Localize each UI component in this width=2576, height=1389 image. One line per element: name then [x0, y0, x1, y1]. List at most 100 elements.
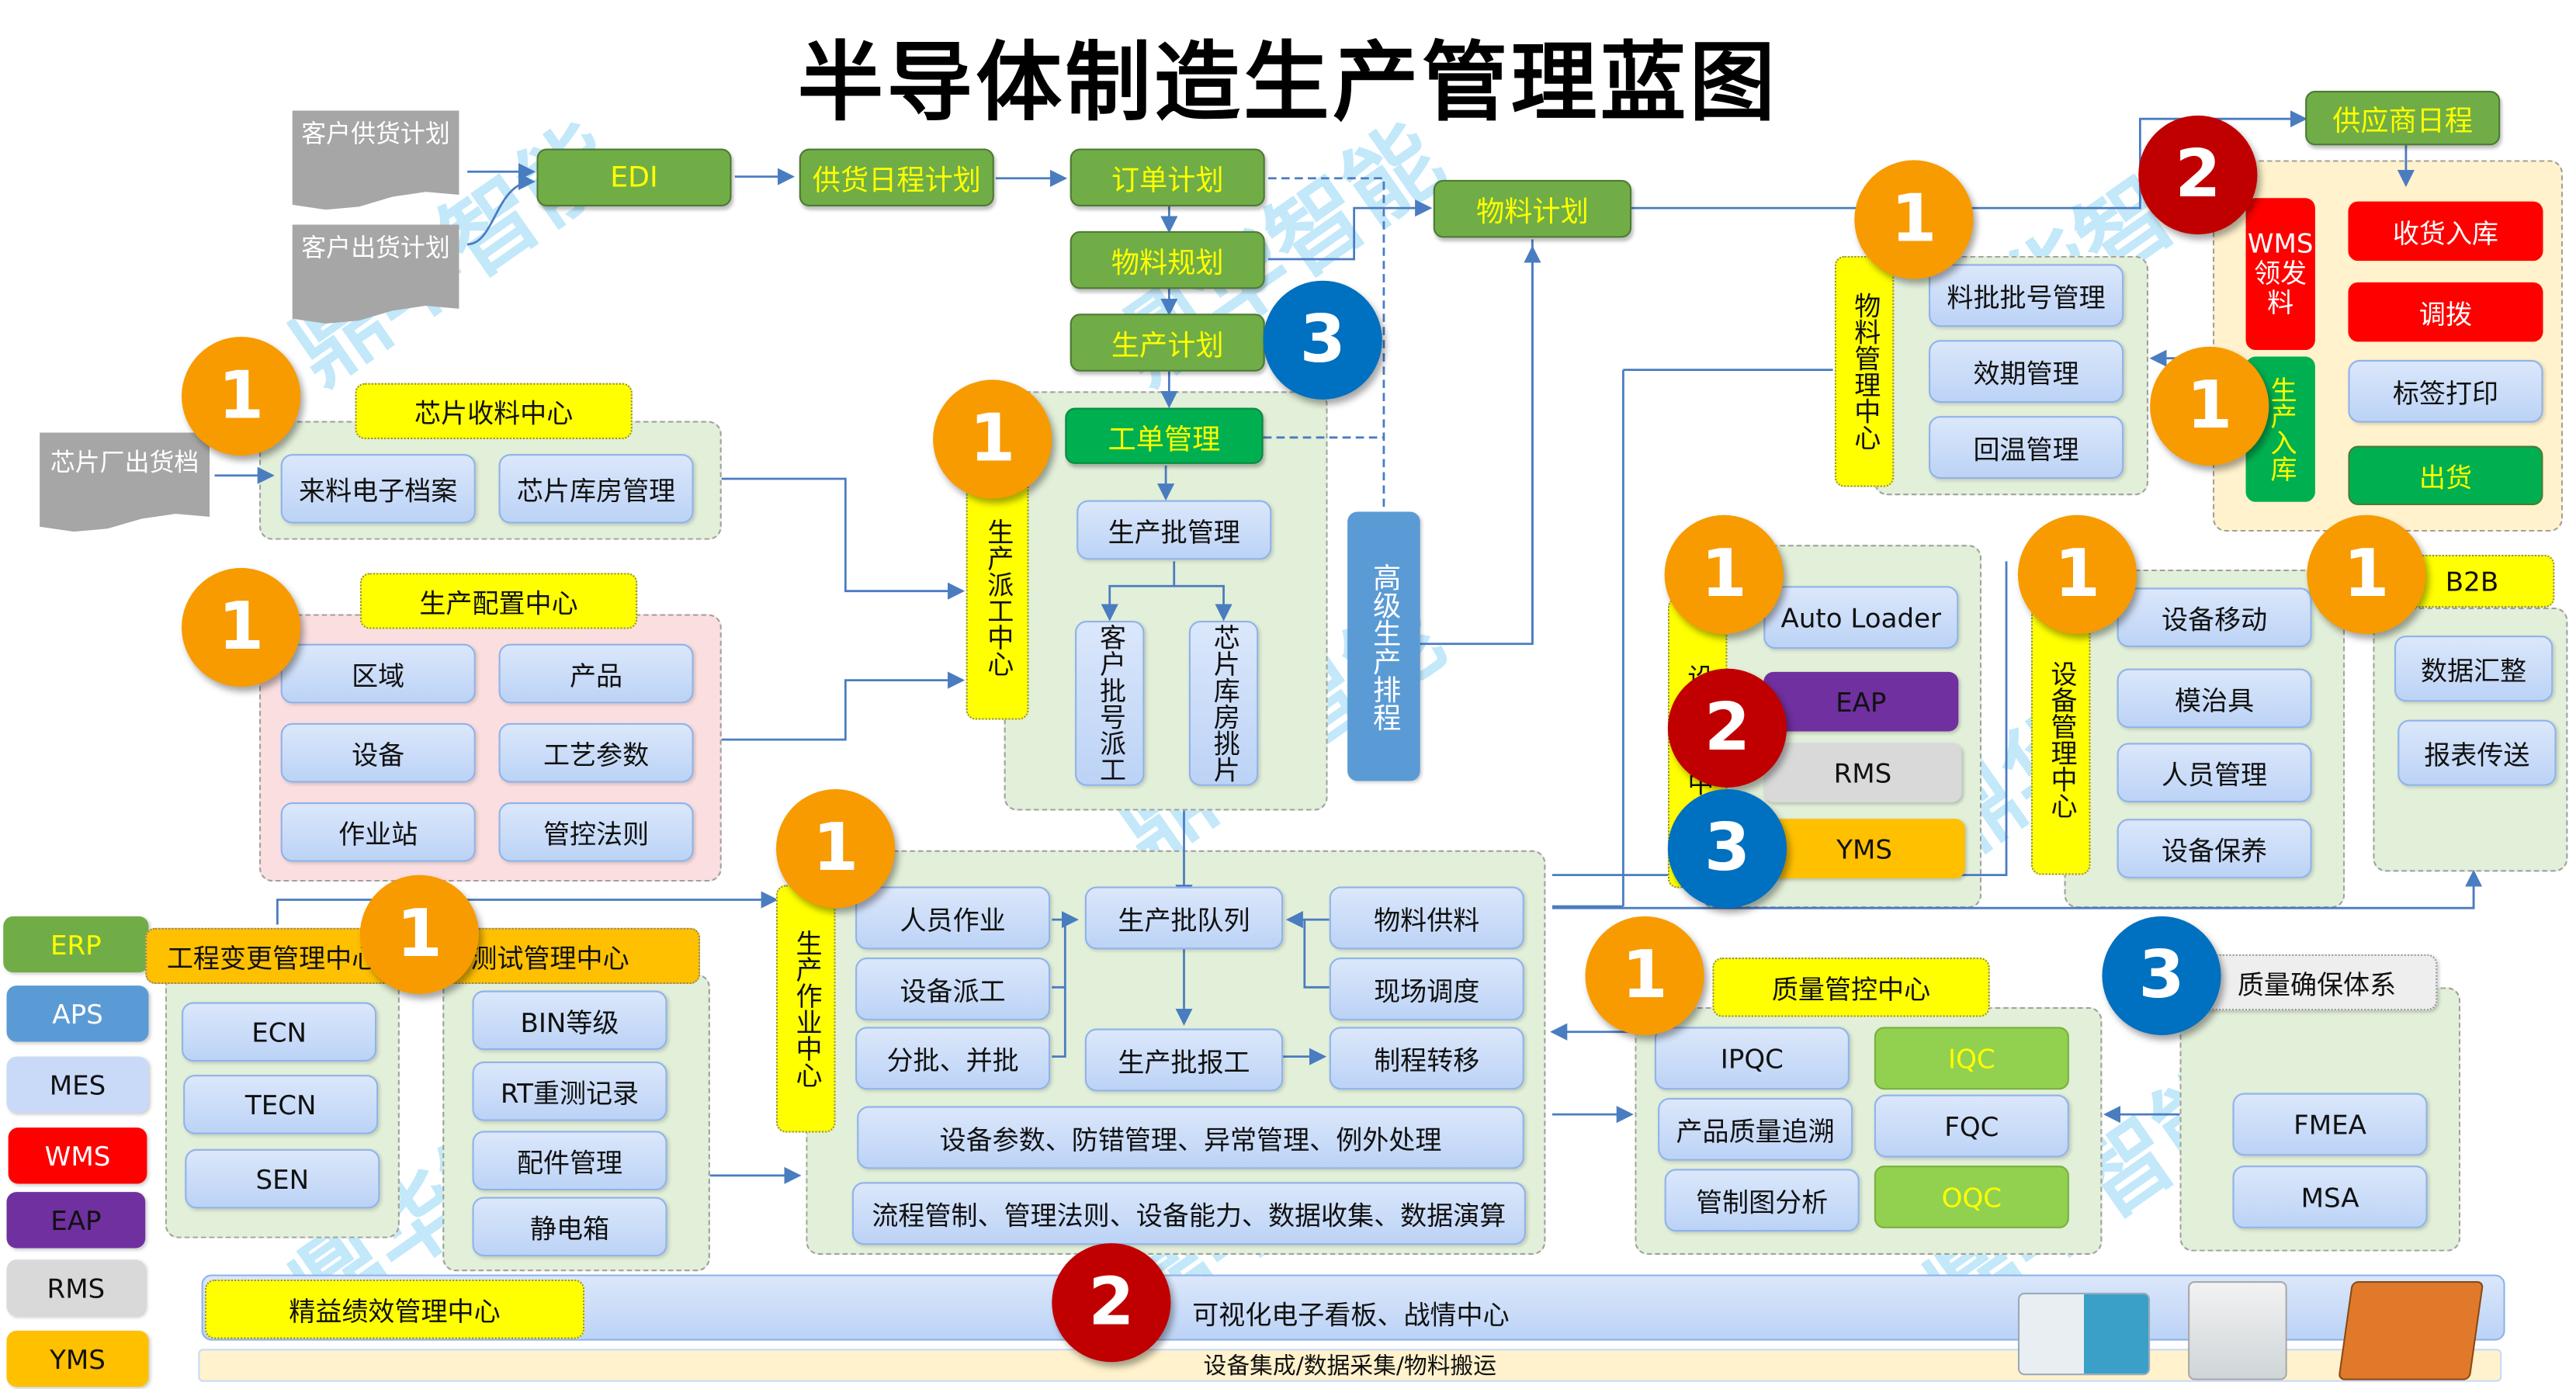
legend-rms: RMS: [6, 1259, 146, 1316]
sen-box[interactable]: SEN: [185, 1148, 380, 1209]
page-title: 半导体制造生产管理蓝图: [797, 34, 1779, 134]
integration-bar: 设备集成/数据采集/物料搬运: [198, 1349, 2502, 1382]
phase-1-badge: 1: [182, 337, 301, 456]
process-control-row[interactable]: 流程管制、管理法则、设备能力、数据收集、数据演算: [851, 1182, 1526, 1245]
label-print-box[interactable]: 标签打印: [2348, 359, 2543, 423]
material-planning-box[interactable]: 物料规划: [1070, 230, 1265, 289]
engineering-change-label: 工程变更管理中心: [166, 942, 379, 975]
report-transfer[interactable]: 报表传送: [2397, 719, 2557, 786]
config-process-params[interactable]: 工艺参数: [498, 722, 694, 783]
cnc-machine-image: [2017, 1292, 2151, 1376]
ipqc-box[interactable]: IPQC: [1654, 1027, 1850, 1090]
phase-1-badge: 1: [1664, 514, 1784, 634]
lot-queue-box[interactable]: 生产批队列: [1084, 886, 1284, 950]
legend-eap: EAP: [6, 1192, 146, 1249]
phase-1-badge: 1: [359, 875, 480, 994]
shipping-box[interactable]: 出货: [2348, 445, 2543, 506]
phase-1-badge: 1: [2017, 514, 2137, 634]
operation-center-label: 生产作业中心: [775, 885, 836, 1133]
fqc-box[interactable]: FQC: [1874, 1094, 2069, 1158]
chip-pick-box[interactable]: 芯片库房挑片: [1188, 620, 1259, 786]
receiving-box[interactable]: 收货入库: [2348, 201, 2543, 262]
legend-wms: WMS: [8, 1127, 147, 1184]
phase-1-badge: 1: [2150, 346, 2269, 466]
phase-3-badge: 3: [1263, 280, 1382, 400]
lot-report-box[interactable]: 生产批报工: [1084, 1028, 1284, 1092]
material-feeding[interactable]: 物料供料: [1329, 886, 1524, 950]
fmea-box[interactable]: FMEA: [2232, 1093, 2428, 1156]
phase-2-badge: 2: [2138, 115, 2258, 235]
lot-number-management[interactable]: 料批批号管理: [1929, 264, 2124, 327]
phase-2-badge: 2: [1052, 1243, 1171, 1363]
ecn-box[interactable]: ECN: [182, 1002, 377, 1062]
production-plan-box[interactable]: 生产计划: [1070, 313, 1265, 372]
config-area[interactable]: 区域: [280, 643, 476, 704]
spare-parts-box[interactable]: 配件管理: [472, 1131, 667, 1190]
legend-erp: ERP: [3, 916, 149, 973]
order-plan-box[interactable]: 订单计划: [1070, 148, 1265, 206]
legend-aps: APS: [6, 985, 149, 1042]
data-consolidation[interactable]: 数据汇整: [2394, 636, 2553, 702]
rt-retest-box[interactable]: RT重测记录: [472, 1062, 667, 1121]
incoming-e-archive[interactable]: 来料电子档案: [280, 454, 476, 524]
wms-issue-box[interactable]: WMS领发料: [2245, 198, 2315, 351]
phase-1-badge: 1: [775, 788, 896, 909]
chip-receiving-label: 芯片收料中心: [355, 383, 633, 439]
tecn-box[interactable]: TECN: [183, 1075, 379, 1134]
personnel-management[interactable]: 人员管理: [2117, 743, 2312, 803]
config-workstation[interactable]: 作业站: [280, 802, 476, 862]
iqc-box[interactable]: IQC: [1874, 1027, 2069, 1090]
bin-grade-box[interactable]: BIN等级: [472, 990, 667, 1051]
auto-loader-box[interactable]: Auto Loader: [1763, 586, 1959, 649]
lean-performance-center[interactable]: 精益绩效管理中心: [204, 1279, 585, 1339]
supplier-schedule-box[interactable]: 供应商日程: [2305, 91, 2501, 146]
legend-mes: MES: [6, 1056, 149, 1114]
config-product[interactable]: 产品: [498, 643, 694, 704]
lot-management-box[interactable]: 生产批管理: [1077, 500, 1272, 560]
config-equipment[interactable]: 设备: [280, 722, 476, 783]
customer-lot-dispatch-box[interactable]: 客户批号派工: [1075, 620, 1145, 786]
phase-1-badge: 1: [1854, 160, 1974, 279]
split-merge-lot[interactable]: 分批、并批: [855, 1027, 1051, 1090]
agv-robot-image: [2338, 1281, 2484, 1380]
rewarming-management[interactable]: 回温管理: [1929, 416, 2124, 480]
phase-1-badge: 1: [1585, 916, 1704, 1036]
work-order-box[interactable]: 工单管理: [1065, 407, 1264, 464]
oqc-box[interactable]: OQC: [1874, 1166, 2069, 1228]
equipment-params-row[interactable]: 设备参数、防错管理、异常管理、例外处理: [857, 1106, 1524, 1169]
equipment-move[interactable]: 设备移动: [2117, 587, 2312, 648]
equipment-maintenance[interactable]: 设备保养: [2117, 819, 2312, 878]
molds-fixtures[interactable]: 模治具: [2117, 668, 2312, 729]
quality-control-label: 质量管控中心: [1712, 958, 1990, 1017]
product-traceability-box[interactable]: 产品质量追溯: [1658, 1097, 1853, 1161]
edi-box[interactable]: EDI: [536, 148, 732, 206]
yms-box[interactable]: YMS: [1763, 819, 1965, 878]
test-center-label: 测试管理中心: [470, 942, 629, 975]
advanced-scheduling-box[interactable]: 高级生产排程: [1347, 511, 1420, 781]
material-plan-box[interactable]: 物料计划: [1433, 179, 1632, 238]
quality-assurance-label: 质量确保体系: [2196, 954, 2438, 1011]
expiry-management[interactable]: 效期管理: [1929, 340, 2124, 404]
dispatch-center-label: 生产派工中心: [966, 475, 1029, 720]
dashboard-label: 可视化电子看板、战情中心: [1192, 1299, 1510, 1331]
config-control-rules[interactable]: 管控法则: [498, 802, 694, 862]
transfer-box[interactable]: 调拨: [2348, 282, 2543, 342]
eap-box[interactable]: EAP: [1763, 671, 1959, 732]
phase-1-badge: 1: [2307, 514, 2426, 634]
production-config-label: 生产配置中心: [359, 573, 638, 629]
field-dispatch[interactable]: 现场调度: [1329, 958, 1524, 1020]
test-equipment-image: [2188, 1281, 2287, 1380]
supply-schedule-box[interactable]: 供货日程计划: [799, 148, 994, 206]
msa-box[interactable]: MSA: [2232, 1166, 2428, 1228]
chip-warehouse-management[interactable]: 芯片库房管理: [498, 454, 694, 524]
phase-3-badge: 3: [1667, 788, 1787, 909]
rms-box[interactable]: RMS: [1763, 743, 1962, 803]
control-chart-box[interactable]: 管制图分析: [1664, 1169, 1860, 1232]
personnel-operation[interactable]: 人员作业: [855, 886, 1051, 950]
equipment-dispatch[interactable]: 设备派工: [855, 958, 1051, 1020]
process-transfer[interactable]: 制程转移: [1329, 1027, 1524, 1090]
phase-3-badge: 3: [2102, 916, 2221, 1036]
esd-box[interactable]: 静电箱: [472, 1197, 667, 1257]
